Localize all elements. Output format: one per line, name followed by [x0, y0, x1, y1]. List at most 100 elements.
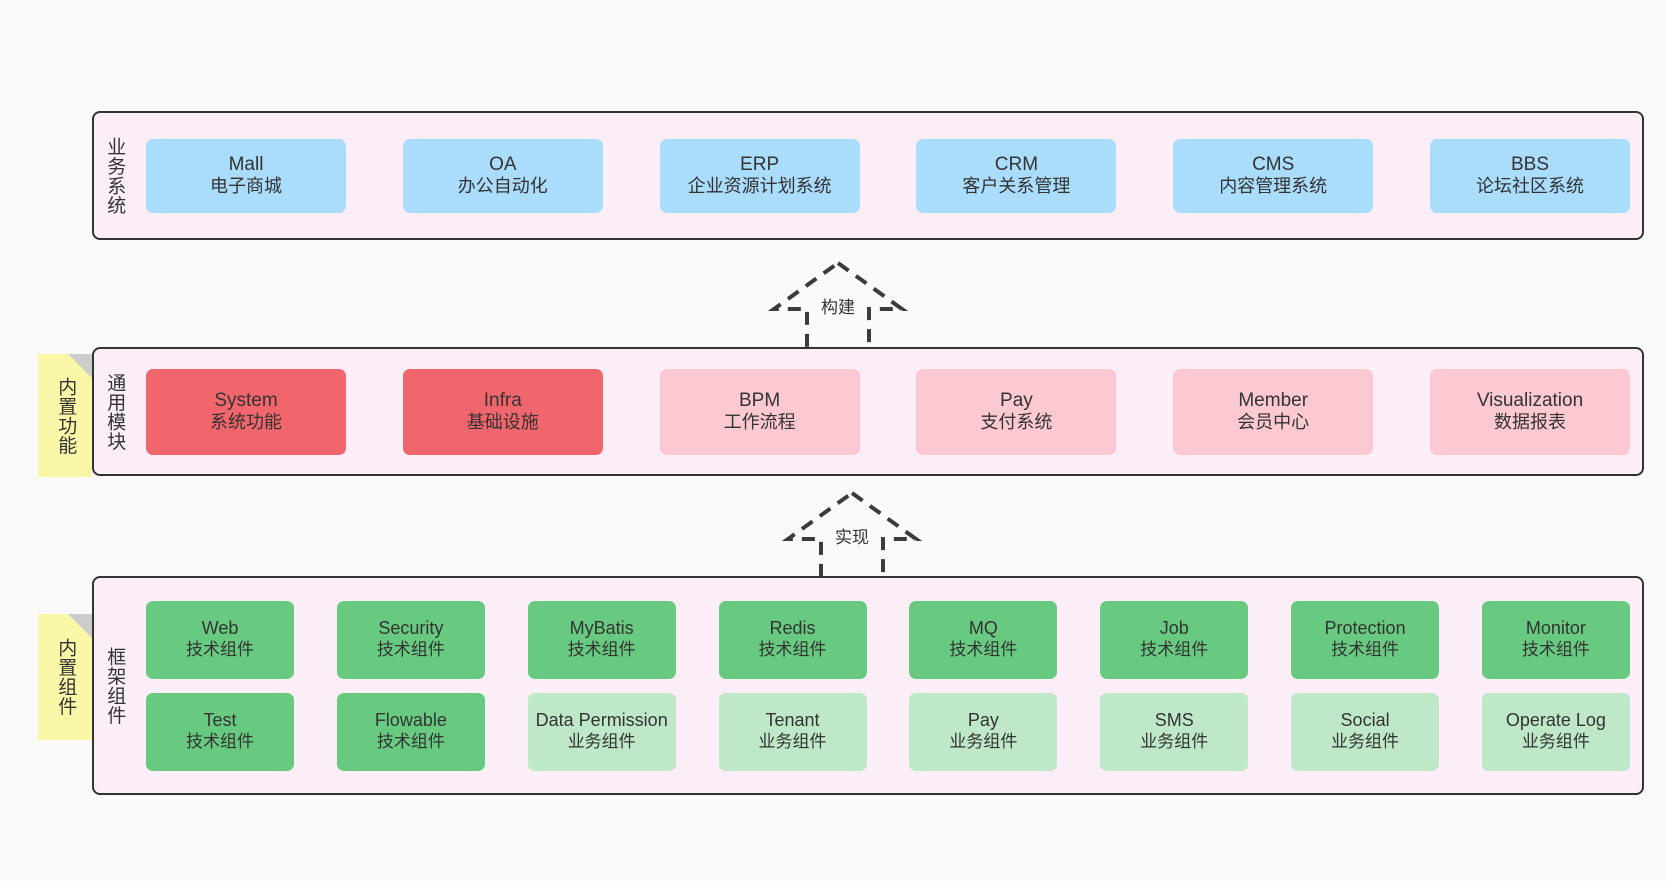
card-redis[interactable]: Redis 技术组件 [718, 600, 867, 679]
card-title: BPM [739, 389, 781, 411]
card-bpm[interactable]: BPM 工作流程 [659, 368, 860, 455]
card-title: ERP [740, 153, 780, 175]
card-subtitle: 工作流程 [723, 412, 796, 433]
card-operate-log[interactable]: Operate Log 业务组件 [1481, 692, 1630, 771]
card-erp[interactable]: ERP 企业资源计划系统 [659, 138, 860, 213]
card-subtitle: 技术组件 [186, 732, 254, 752]
card-data-permission[interactable]: Data Permission 业务组件 [527, 692, 676, 771]
card-title: System [214, 389, 278, 411]
card-title: Data Permission [535, 710, 668, 731]
layer-title-business-systems: 业务系统 [104, 136, 126, 215]
card-subtitle: 企业资源计划系统 [687, 176, 832, 197]
card-subtitle: 系统功能 [210, 412, 282, 433]
card-mq[interactable]: MQ 技术组件 [909, 600, 1058, 679]
card-member[interactable]: Member 会员中心 [1173, 368, 1374, 455]
card-subtitle: 数据报表 [1493, 412, 1566, 433]
card-protection[interactable]: Protection 技术组件 [1291, 600, 1440, 679]
card-title: CRM [994, 153, 1039, 175]
arrow-build: 构建 [763, 257, 913, 355]
card-subtitle: 业务组件 [949, 732, 1018, 752]
card-pay-component[interactable]: Pay 业务组件 [909, 692, 1058, 771]
card-sms[interactable]: SMS 业务组件 [1100, 692, 1249, 771]
card-subtitle: 技术组件 [186, 640, 254, 660]
card-title: Pay [967, 710, 999, 731]
layer-title-framework-components: 框架组件 [104, 646, 126, 725]
layer-common-modules: 通用模块 System 系统功能 Infra 基础设施 BPM 工作流程 Pay… [92, 347, 1644, 476]
card-title: BBS [1510, 153, 1549, 175]
card-subtitle: 业务组件 [758, 732, 827, 752]
card-title: Flowable [374, 710, 447, 731]
card-subtitle: 办公自动化 [457, 176, 548, 197]
card-subtitle: 技术组件 [1140, 640, 1209, 660]
card-subtitle: 技术组件 [1331, 640, 1400, 660]
card-job[interactable]: Job 技术组件 [1100, 600, 1249, 679]
card-subtitle: 业务组件 [1331, 732, 1400, 752]
card-cms[interactable]: CMS 内容管理系统 [1173, 138, 1374, 213]
common-modules-row: System 系统功能 Infra 基础设施 BPM 工作流程 Pay 支付系统… [146, 368, 1630, 455]
card-flowable[interactable]: Flowable 技术组件 [336, 692, 485, 771]
card-oa[interactable]: OA 办公自动化 [402, 138, 603, 213]
card-test[interactable]: Test 技术组件 [146, 692, 294, 771]
card-monitor[interactable]: Monitor 技术组件 [1481, 600, 1630, 679]
card-title: MyBatis [569, 618, 634, 639]
card-crm[interactable]: CRM 客户关系管理 [916, 138, 1117, 213]
sticky-note-builtin-functions: 内置功能 [38, 354, 92, 477]
card-tenant[interactable]: Tenant 业务组件 [718, 692, 867, 771]
card-title: Test [203, 710, 237, 731]
card-subtitle: 会员中心 [1237, 412, 1310, 433]
card-subtitle: 技术组件 [376, 732, 445, 752]
card-system[interactable]: System 系统功能 [146, 368, 346, 455]
card-mall[interactable]: Mall 电子商城 [146, 138, 346, 213]
card-bbs[interactable]: BBS 论坛社区系统 [1429, 138, 1630, 213]
card-mybatis[interactable]: MyBatis 技术组件 [527, 600, 676, 679]
layer-business-systems: 业务系统 Mall 电子商城 OA 办公自动化 ERP 企业资源计划系统 CRM… [92, 111, 1644, 240]
card-subtitle: 客户关系管理 [962, 176, 1071, 197]
card-title: Infra [483, 389, 522, 411]
card-subtitle: 业务组件 [1140, 732, 1209, 752]
card-title: Security [378, 618, 444, 639]
layer-body-framework-components: Web 技术组件 Security 技术组件 MyBatis 技术组件 Redi… [134, 578, 1642, 793]
framework-components-row-1: Web 技术组件 Security 技术组件 MyBatis 技术组件 Redi… [146, 600, 1630, 679]
card-pay-module[interactable]: Pay 支付系统 [916, 368, 1117, 455]
card-subtitle: 技术组件 [376, 640, 445, 660]
card-subtitle: 基础设施 [466, 412, 539, 433]
card-subtitle: 业务组件 [1521, 732, 1590, 752]
card-title: Monitor [1525, 618, 1586, 639]
business-systems-row: Mall 电子商城 OA 办公自动化 ERP 企业资源计划系统 CRM 客户关系… [146, 138, 1630, 213]
card-title: Pay [1000, 389, 1033, 411]
card-web[interactable]: Web 技术组件 [146, 600, 294, 679]
framework-components-row-2: Test 技术组件 Flowable 技术组件 Data Permission … [146, 692, 1630, 771]
card-title: Visualization [1476, 389, 1584, 411]
card-title: Web [201, 618, 239, 639]
card-subtitle: 技术组件 [1521, 640, 1590, 660]
card-subtitle: 支付系统 [980, 412, 1053, 433]
card-subtitle: 论坛社区系统 [1475, 176, 1584, 197]
sticky-note-label: 内置组件 [55, 638, 77, 716]
card-infra[interactable]: Infra 基础设施 [402, 368, 603, 455]
arrow-build-label: 构建 [819, 293, 857, 318]
layer-body-common-modules: System 系统功能 Infra 基础设施 BPM 工作流程 Pay 支付系统… [134, 349, 1642, 474]
card-security[interactable]: Security 技术组件 [336, 600, 485, 679]
card-subtitle: 技术组件 [949, 640, 1018, 660]
card-title: SMS [1154, 710, 1194, 731]
layer-framework-components: 框架组件 Web 技术组件 Security 技术组件 MyBatis 技术组件… [92, 576, 1644, 795]
card-social[interactable]: Social 业务组件 [1291, 692, 1440, 771]
layer-title-common-modules: 通用模块 [104, 372, 126, 451]
card-subtitle: 业务组件 [567, 732, 636, 752]
card-subtitle: 内容管理系统 [1219, 176, 1328, 197]
card-title: Member [1238, 389, 1309, 411]
arrow-implement: 实现 [777, 487, 927, 585]
card-subtitle: 技术组件 [567, 640, 636, 660]
card-title: Mall [228, 153, 264, 175]
card-title: CMS [1252, 153, 1295, 175]
card-title: Redis [769, 618, 816, 639]
card-title: Job [1159, 618, 1189, 639]
card-subtitle: 电子商城 [210, 176, 282, 197]
arrow-implement-label: 实现 [833, 523, 871, 548]
card-title: Social [1340, 710, 1390, 731]
card-title: OA [489, 153, 517, 175]
card-visualization[interactable]: Visualization 数据报表 [1429, 368, 1630, 455]
layer-body-business-systems: Mall 电子商城 OA 办公自动化 ERP 企业资源计划系统 CRM 客户关系… [134, 113, 1642, 238]
sticky-note-builtin-components: 内置组件 [38, 614, 92, 740]
card-title: Protection [1324, 618, 1406, 639]
